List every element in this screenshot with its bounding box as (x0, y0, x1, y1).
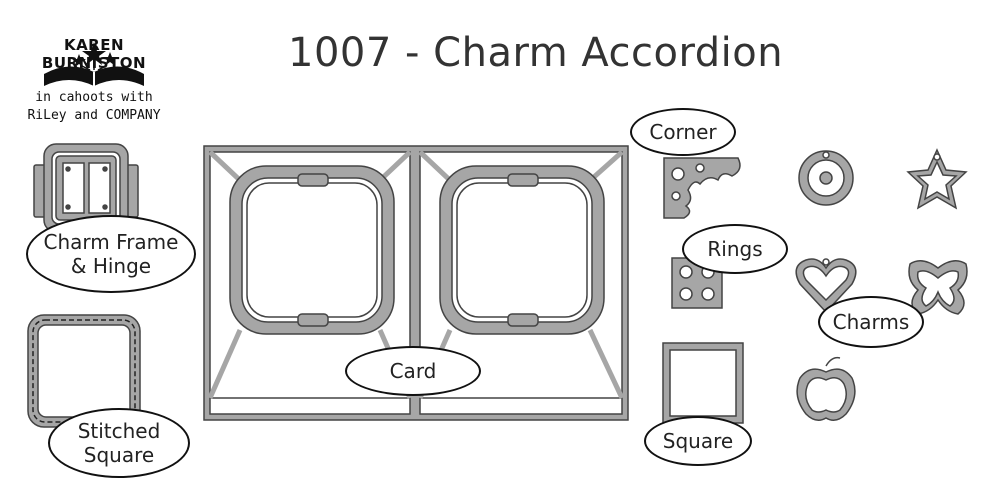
book-logo-icon (44, 42, 144, 86)
label-corner: Corner (630, 108, 736, 156)
label-stitched-square: Stitched Square (48, 408, 190, 478)
page-title: 1007 - Charm Accordion (288, 30, 784, 76)
butterfly-charm-die (908, 260, 968, 315)
label-rings: Rings (682, 224, 788, 274)
corner-die (663, 157, 741, 219)
label-charms: Charms (818, 296, 924, 348)
brand-logo: KAREN BURNISTON in cahoots with RiLey an… (14, 14, 174, 126)
star-charm-die (906, 148, 968, 210)
stitched-square-die (27, 314, 141, 428)
card-die (203, 145, 629, 421)
brand-name: KAREN BURNISTON (41, 36, 147, 72)
brand-tagline-1: in cahoots with (35, 90, 153, 105)
charm-frame-hinge-die (33, 143, 139, 233)
flower-charm-die (798, 150, 854, 206)
heart-charm-die (795, 258, 857, 314)
brand-tagline-2: RiLey and COMPANY (27, 108, 161, 123)
label-square: Square (644, 416, 752, 466)
square-die (662, 342, 744, 424)
label-charm-frame-hinge: Charm Frame & Hinge (26, 215, 196, 293)
label-card: Card (345, 346, 481, 396)
apple-charm-die (796, 356, 856, 421)
